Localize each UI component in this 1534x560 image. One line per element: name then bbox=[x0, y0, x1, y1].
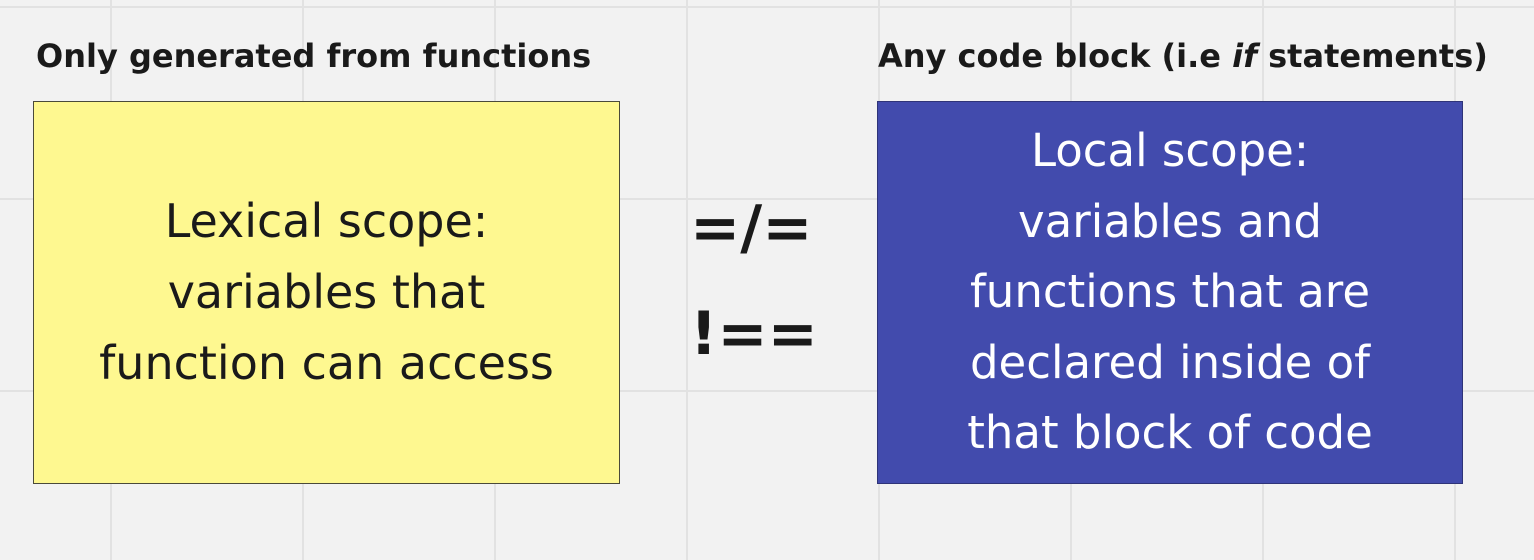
not-equal-operator: =/= bbox=[690, 193, 813, 263]
right-heading: Any code block (i.e if statements) bbox=[878, 40, 1488, 72]
lexical-scope-sticky-note[interactable]: Lexical scope: variables that function c… bbox=[33, 101, 620, 484]
local-scope-sticky-note[interactable]: Local scope: variables and functions tha… bbox=[877, 101, 1463, 484]
local-scope-text: Local scope: variables and functions tha… bbox=[967, 123, 1373, 460]
strict-not-equal-operator: !== bbox=[690, 299, 818, 369]
left-heading: Only generated from functions bbox=[36, 37, 592, 75]
right-heading-italic: if bbox=[1232, 37, 1257, 75]
right-heading-prefix: Any code block (i.e bbox=[878, 37, 1233, 75]
lexical-scope-text: Lexical scope: variables that function c… bbox=[99, 193, 554, 391]
right-heading-suffix: statements) bbox=[1256, 37, 1488, 75]
